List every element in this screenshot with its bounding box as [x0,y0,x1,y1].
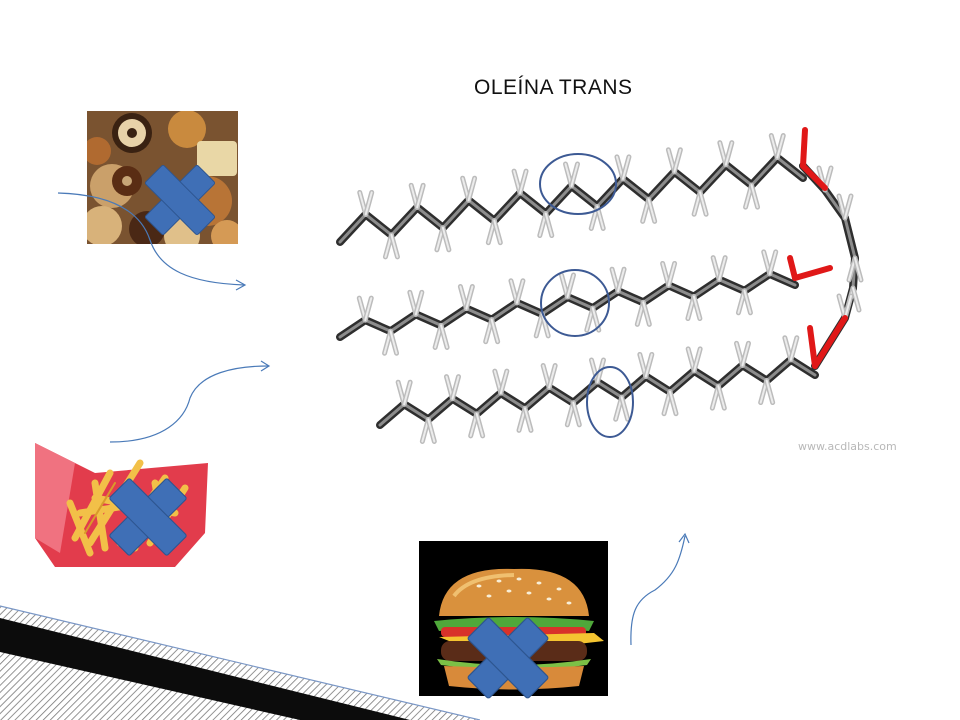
hydrogen-bond-highlight [451,375,460,400]
hydrogen-bond-highlight [465,285,474,310]
arrow-icon [630,532,690,646]
hydrogen-bond-highlight [844,195,852,219]
oxygen-bond [812,315,848,369]
hydrogen-bond-highlight [416,184,425,209]
hydrogen-bond-highlight [852,287,860,311]
hydrogen-bond-highlight [620,396,629,421]
hydrogen-bond-highlight [427,418,436,443]
hydrogen-bond-highlight [499,370,508,395]
carbon-chain-highlight [378,358,817,427]
hydrogen-bond-highlight [854,257,862,281]
hydrogen-bond-highlight [673,148,682,173]
hydrogen-bond-highlight [765,379,774,404]
carbon-chain-highlight [338,272,797,339]
hydrogen-bond-highlight [364,191,373,216]
trans-bond-highlight [586,366,634,438]
hydrogen-bond-highlight [524,407,532,432]
hamburger-image [419,541,608,696]
hydrogen-bond-highlight [440,324,449,349]
hydrogen-bond-highlight [390,233,399,258]
hydrogen-bond-highlight [717,385,726,410]
hydrogen-bond-highlight [515,279,524,304]
hydrogen-bond-highlight [414,291,423,316]
hydrogen-bond-highlight [389,330,398,355]
cross-icon [109,478,187,556]
hydrogen-bond-highlight [642,301,651,326]
oxygen-bond [800,163,828,191]
hydrogen-bond-highlight [669,390,677,415]
oxygen-bond [807,325,818,369]
hydrogen-bond-highlight [844,295,852,319]
hydrogen-bond-highlight [572,401,581,426]
hydrogen-bond-highlight [743,289,752,314]
hydrogen-bond-highlight [768,250,777,275]
hydrogen-bond-highlight [570,163,579,187]
oxygen-bond [792,265,833,281]
trans-bond-highlight [539,153,617,215]
trans-bond-highlight [540,269,610,337]
hydrogen-bond-highlight [724,141,733,166]
hydrogen-bond-highlight [519,170,528,195]
hydrogen-bond-highlight [776,134,785,159]
carbon-chain-highlight [338,156,805,244]
hydrogen-bond-highlight [364,297,373,322]
hydrogen-bond-highlight [741,342,750,367]
hydrogen-bond-highlight [750,184,759,209]
oxygen-bond [787,255,798,281]
hydrogen-bond-highlight [692,295,701,320]
hydrogen-bond-highlight [789,336,798,361]
hydrogen-bond-highlight [621,155,630,180]
hydrogen-bond-highlight [475,412,484,437]
hydrogen-bond-highlight [541,312,550,337]
corner-decoration [0,605,480,720]
slide-title: OLEÍNA TRANS [474,76,633,99]
hydrogen-bond-highlight [644,353,653,378]
source-watermark: www.acdlabs.com [798,440,897,453]
cross-icon [467,617,549,699]
hydrogen-bond-highlight [544,212,553,237]
hydrogen-bond-highlight [403,381,412,406]
hydrogen-bond-highlight [718,256,727,281]
hydrogen-bond-highlight [566,274,575,298]
arrow-icon [109,360,271,443]
hydrogen-bond-highlight [467,177,476,202]
hydrogen-bond-highlight [693,347,702,372]
hydrogen-bond-highlight [490,318,499,343]
hydrogen-bond-highlight [617,268,626,293]
hydrogen-bond-highlight [699,191,708,216]
hydrogen-bond-highlight [441,226,450,251]
hydrogen-bond-highlight [493,219,502,244]
hydrogen-bond-highlight [667,262,676,287]
hydrogen-bond-highlight [647,198,656,223]
cross-icon [144,164,216,236]
hydrogen-bond-highlight [548,364,557,389]
oxygen-bond [800,127,808,169]
molecule-model [336,127,864,444]
arrow-icon [57,192,247,291]
